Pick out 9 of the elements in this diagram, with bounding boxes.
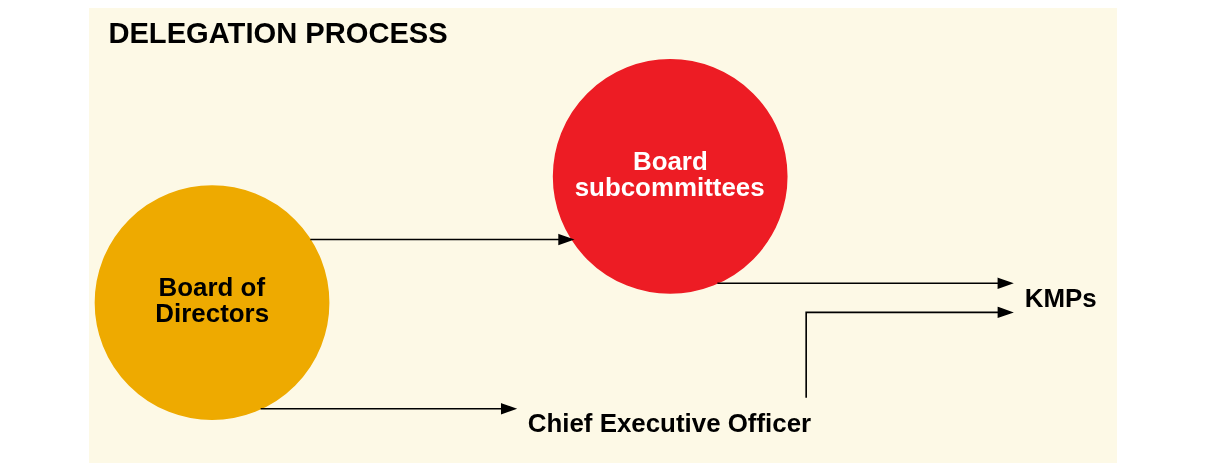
node-circle: Board of Directors xyxy=(94,185,329,421)
arrow xyxy=(716,277,1014,289)
node-text: KMPs xyxy=(1024,284,1097,313)
node-circle: Board subcommittees xyxy=(552,59,788,294)
arrow xyxy=(309,233,574,246)
diagram-title: DELEGATION PROCESS xyxy=(107,16,448,49)
arrow xyxy=(259,403,517,415)
arrow xyxy=(804,306,1014,399)
node-text: Chief Executive Officer xyxy=(527,408,811,437)
